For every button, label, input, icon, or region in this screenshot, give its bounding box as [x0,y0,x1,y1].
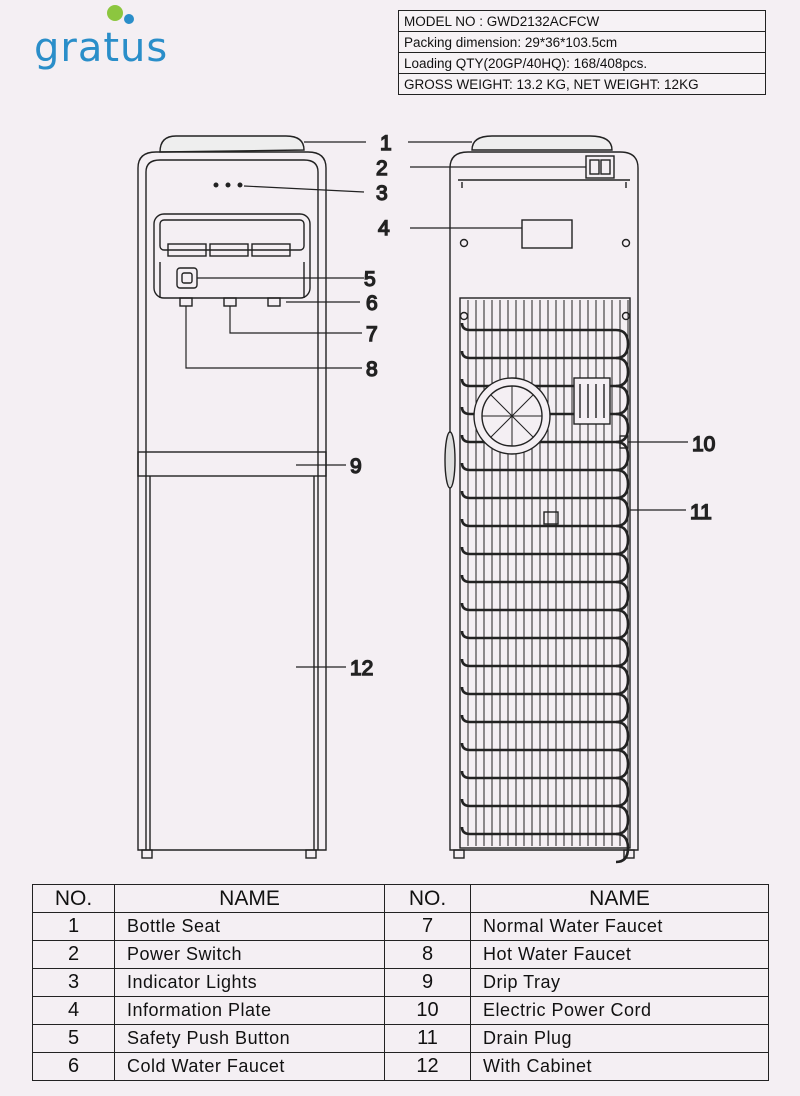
part-number: 6 [32,1052,115,1081]
header-name-left: NAME [114,884,385,913]
condenser-coil [460,546,630,584]
callout-12: 12 [350,657,373,680]
table-row: 1 Bottle Seat 7 Normal Water Faucet [32,912,769,941]
back-body [449,151,639,851]
part-number: 2 [32,940,115,969]
part-number: 5 [32,1024,115,1053]
part-name: Hot Water Faucet [470,940,769,969]
part-name: Drip Tray [470,968,769,997]
part-name: Power Switch [114,940,385,969]
front-view [137,135,327,859]
part-name: Safety Push Button [114,1024,385,1053]
indicator-lights [213,182,219,188]
front-bottle-seat [159,135,305,153]
logo-mark [107,5,134,24]
parts-table: NO. NAME NO. NAME 1 Bottle Seat 7 Normal… [32,884,769,1081]
spec-loading: Loading QTY(20GP/40HQ): 168/408pcs. [398,52,766,74]
part-number: 8 [384,940,471,969]
condenser-coil [460,406,630,444]
callout-11: 11 [690,501,712,524]
leader-lines [185,141,688,668]
part-name: Information Plate [114,996,385,1025]
part-number: 1 [32,912,115,941]
drip-tray [137,451,327,477]
back-bottle-seat [471,135,613,151]
part-name: Electric Power Cord [470,996,769,1025]
part-name: With Cabinet [470,1052,769,1081]
cabinet-edges [149,476,315,850]
condenser-coil [460,602,630,640]
condenser-coil [460,350,630,388]
safety-button [176,267,198,289]
callout-2: 2 [376,157,388,180]
cold-faucet [267,297,281,307]
callout-10: 10 [692,433,715,456]
callout-8: 8 [366,358,378,381]
table-row: 4 Information Plate 10 Electric Power Co… [32,996,769,1025]
condenser-coil [460,742,630,780]
condenser-coil [460,490,630,528]
callout-9: 9 [350,455,362,478]
condenser-coil [460,658,630,696]
back-view [444,135,639,864]
hot-faucet [179,297,193,307]
header-name-right: NAME [470,884,769,913]
power-cord [444,431,456,489]
part-number: 12 [384,1052,471,1081]
part-number: 7 [384,912,471,941]
table-row: 3 Indicator Lights 9 Drip Tray [32,968,769,997]
header-no-left: NO. [32,884,115,913]
product-diagram: 1 2 3 4 5 6 7 8 9 10 11 12 [137,131,716,864]
spec-packing: Packing dimension: 29*36*103.5cm [398,31,766,53]
table-row: 2 Power Switch 8 Hot Water Faucet [32,940,769,969]
table-row: 6 Cold Water Faucet 12 With Cabinet [32,1052,769,1081]
part-name: Cold Water Faucet [114,1052,385,1081]
spec-model: MODEL NO : GWD2132ACFCW [398,10,766,32]
condenser-coil [460,322,630,360]
condenser-coil [460,770,630,808]
callout-3: 3 [376,182,388,205]
condenser-coil [460,826,630,864]
part-number: 11 [384,1024,471,1053]
front-body [137,151,327,851]
part-number: 3 [32,968,115,997]
brand-logo: gratus [34,2,194,78]
callout-7: 7 [366,323,378,346]
part-number: 9 [384,968,471,997]
table-row: 5 Safety Push Button 11 Drain Plug [32,1024,769,1053]
condenser-coil [460,518,630,556]
condenser-coil [460,378,630,416]
information-plate [521,219,573,249]
brand-name: gratus [34,25,169,71]
part-name: Bottle Seat [114,912,385,941]
spec-table: MODEL NO : GWD2132ACFCW Packing dimensio… [398,10,766,95]
condenser-coil [460,798,630,836]
header-no-right: NO. [384,884,471,913]
part-number: 10 [384,996,471,1025]
part-name: Drain Plug [470,1024,769,1053]
condenser-coil [460,462,630,500]
logo-green-dot [107,5,123,21]
condenser-frame [459,297,631,849]
part-name: Normal Water Faucet [470,912,769,941]
logo-blue-dot [124,14,134,24]
condenser-coil [460,686,630,724]
callout-5: 5 [364,268,376,291]
condenser-coil [460,714,630,752]
callout-6: 6 [366,292,378,315]
parts-table-header: NO. NAME NO. NAME [32,884,769,913]
spec-weight: GROSS WEIGHT: 13.2 KG, NET WEIGHT: 12KG [398,73,766,95]
part-number: 4 [32,996,115,1025]
condenser-coils [460,322,630,864]
condenser-coil [460,574,630,612]
callout-4: 4 [378,217,390,240]
part-name: Indicator Lights [114,968,385,997]
condenser-coil [460,630,630,668]
normal-faucet [223,297,237,307]
callout-1: 1 [380,132,392,155]
